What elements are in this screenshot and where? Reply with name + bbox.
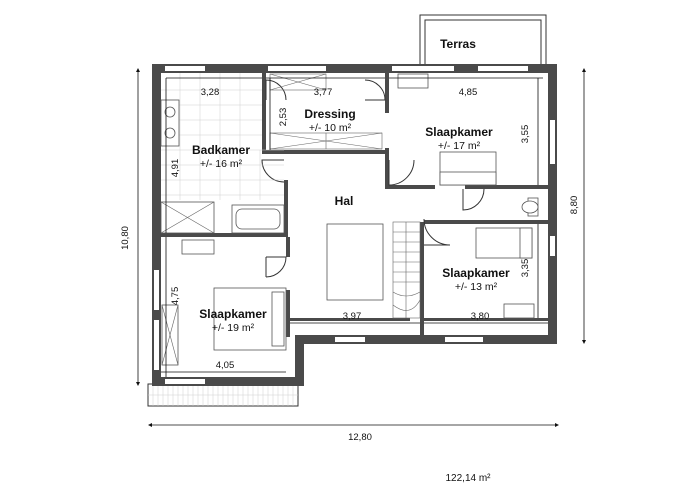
slaapkamer-se-area: +/- 13 m² [455,281,498,293]
dressing-depth-dim: 2,53 [278,108,289,127]
overall-width-dim: 12,80 [348,432,372,443]
balcony-strip [147,383,299,407]
slaapkamer-ne-depth-dim: 3,55 [520,125,531,144]
badkamer-label: Badkamer [192,143,250,157]
hal-width-dim: 3,97 [343,311,362,322]
terras-area [419,14,547,66]
dressing-label: Dressing [304,107,355,121]
overall-dimension-lines [136,68,586,427]
slaapkamer-sw-area: +/- 19 m² [212,322,255,334]
interior-walls [161,73,548,337]
badkamer-area: +/- 16 m² [200,158,243,170]
slaapkamer-se-label: Slaapkamer [442,266,510,280]
hal-label: Hal [335,194,354,208]
slaapkamer-ne-area: +/- 17 m² [438,140,481,152]
slaapkamer-sw-furniture [161,239,287,366]
slaapkamer-se-depth-dim: 3,35 [520,259,531,278]
doors [261,79,485,278]
badkamer-depth-dim: 4,91 [170,159,181,178]
hal-fixtures [326,221,421,319]
slaapkamer-ne-label: Slaapkamer [425,125,493,139]
toilet [521,197,539,217]
slaapkamer-sw-width-dim: 4,05 [216,360,235,371]
slaapkamer-sw-depth-dim: 4,75 [170,287,181,306]
dressing-area: +/- 10 m² [309,122,352,134]
terras-label: Terras [440,37,476,51]
overall-depth-left-dim: 10,80 [120,226,131,250]
interior-dimension-lines [161,77,548,377]
slaapkamer-ne-furniture [397,73,497,186]
slaapkamer-ne-width-dim: 4,85 [459,87,478,98]
overall-depth-right-dim: 8,80 [569,196,580,215]
outer-walls [152,64,557,386]
slaapkamer-se-furniture [475,227,535,319]
slaapkamer-se-width-dim: 3,80 [471,311,490,322]
badkamer-fixtures [160,73,285,234]
dressing-width-dim: 3,77 [314,87,333,98]
slaapkamer-sw-label: Slaapkamer [199,307,267,321]
badkamer-width-dim: 3,28 [201,87,220,98]
total-area: 122,14 m² [445,473,491,484]
